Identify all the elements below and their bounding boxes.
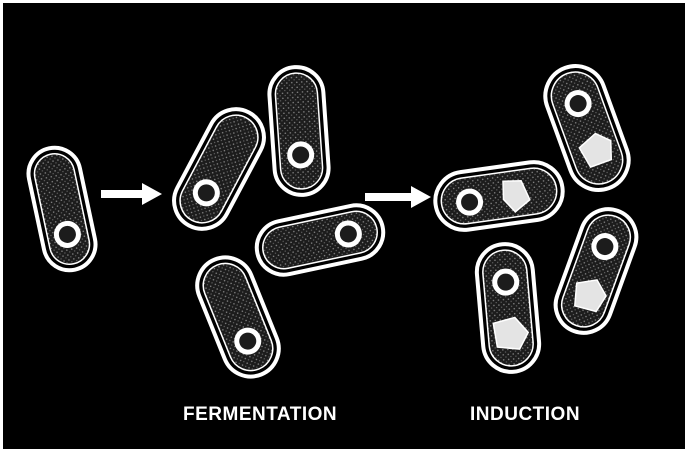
- granule: [494, 270, 518, 294]
- granule: [335, 221, 361, 247]
- granule: [289, 143, 312, 166]
- arrow-shaft: [365, 193, 413, 201]
- arrow-shaft: [101, 190, 144, 198]
- induction-label: INDUCTION: [470, 404, 580, 426]
- granule: [54, 221, 80, 247]
- granule: [457, 190, 482, 215]
- fermentation-label: FERMENTATION: [183, 404, 337, 426]
- cytoplasm: [274, 72, 324, 191]
